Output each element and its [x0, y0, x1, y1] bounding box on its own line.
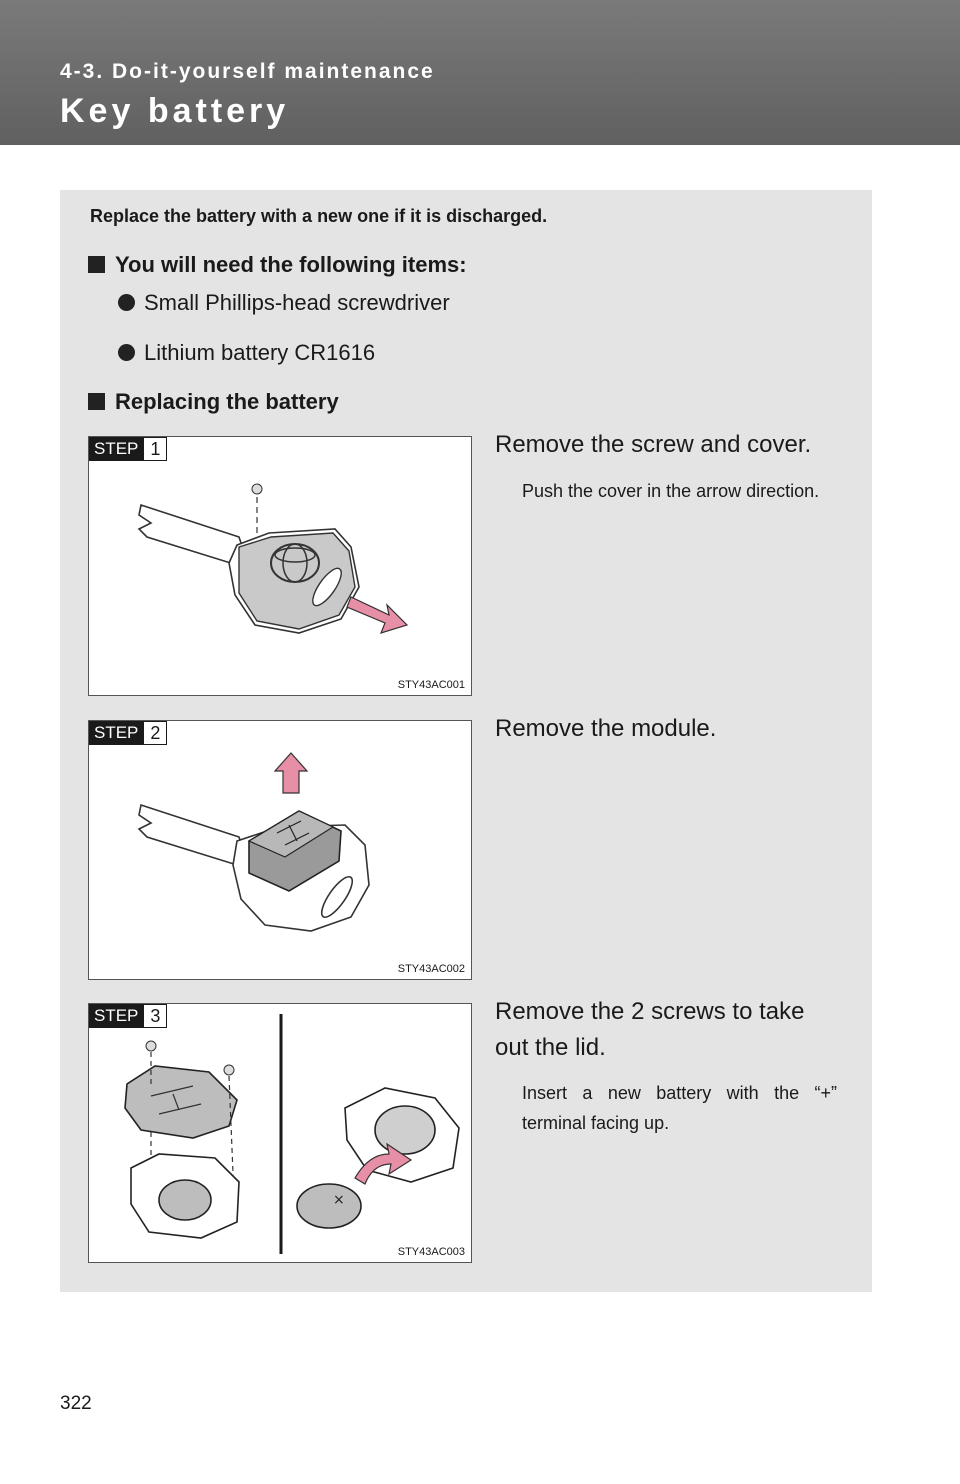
- figure-code: STY43AC001: [397, 679, 465, 691]
- figure-code: STY43AC002: [397, 963, 465, 975]
- step-3-instruction: Remove the 2 screws to take out the lid.: [495, 998, 805, 1061]
- step-1-instruction: Remove the screw and cover.: [495, 431, 812, 458]
- square-bullet-icon: [88, 393, 105, 410]
- items-heading: You will need the following items:: [88, 252, 467, 278]
- step-2-instruction: Remove the module.: [495, 715, 717, 742]
- circle-bullet-icon: [118, 344, 135, 361]
- replacing-heading: Replacing the battery: [88, 389, 339, 415]
- step-1-note: Push the cover in the arrow direction.: [522, 481, 820, 501]
- section-title: 4-3. Do-it-yourself maintenance: [60, 60, 435, 83]
- page-number: 322: [60, 1393, 92, 1414]
- page-header: 4-3. Do-it-yourself maintenance Key batt…: [0, 0, 960, 145]
- key-module-illustration: [137, 752, 370, 932]
- list-item: Lithium battery CR1616: [118, 340, 375, 366]
- intro-text: Replace the battery with a new one if it…: [90, 206, 548, 226]
- list-item: Small Phillips-head screwdriver: [118, 290, 450, 316]
- step-3-note: Insert a new battery with the “+” termin…: [522, 1083, 837, 1133]
- key-cover-illustration: [137, 483, 409, 634]
- square-bullet-icon: [88, 256, 105, 273]
- circle-bullet-icon: [118, 294, 135, 311]
- battery-replacement-illustration: ×: [124, 1014, 460, 1254]
- page-title: Key battery: [60, 92, 290, 130]
- figure-code: STY43AC003: [397, 1246, 465, 1258]
- svg-text:×: ×: [333, 1192, 345, 1208]
